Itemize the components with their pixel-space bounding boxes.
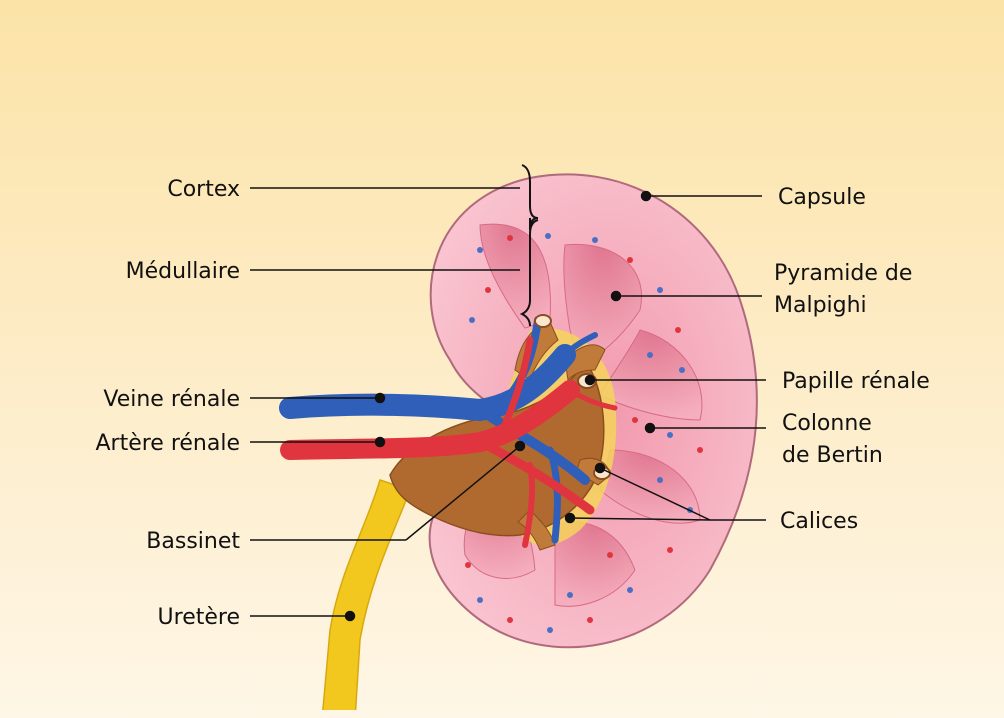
ureter bbox=[322, 480, 410, 710]
label-uretere: Uretère bbox=[158, 605, 240, 630]
label-pyramide-line1: Pyramide de bbox=[774, 261, 912, 286]
label-colonne-line1: Colonne bbox=[782, 411, 872, 436]
label-papille: Papille rénale bbox=[782, 369, 930, 394]
label-medullaire: Médullaire bbox=[126, 259, 240, 284]
label-colonne-line2: de Bertin bbox=[782, 443, 883, 468]
label-cortex: Cortex bbox=[167, 177, 240, 202]
label-capsule: Capsule bbox=[778, 185, 866, 210]
label-artere-renale: Artère rénale bbox=[95, 431, 240, 456]
label-pyramide-line2: Malpighi bbox=[774, 293, 867, 318]
label-veine-renale: Veine rénale bbox=[103, 387, 240, 412]
kidney-diagram: Cortex Médullaire Veine rénale Artère ré… bbox=[10, 10, 994, 710]
label-calices: Calices bbox=[780, 509, 858, 534]
papilla bbox=[535, 315, 551, 327]
label-bassinet: Bassinet bbox=[146, 529, 240, 554]
